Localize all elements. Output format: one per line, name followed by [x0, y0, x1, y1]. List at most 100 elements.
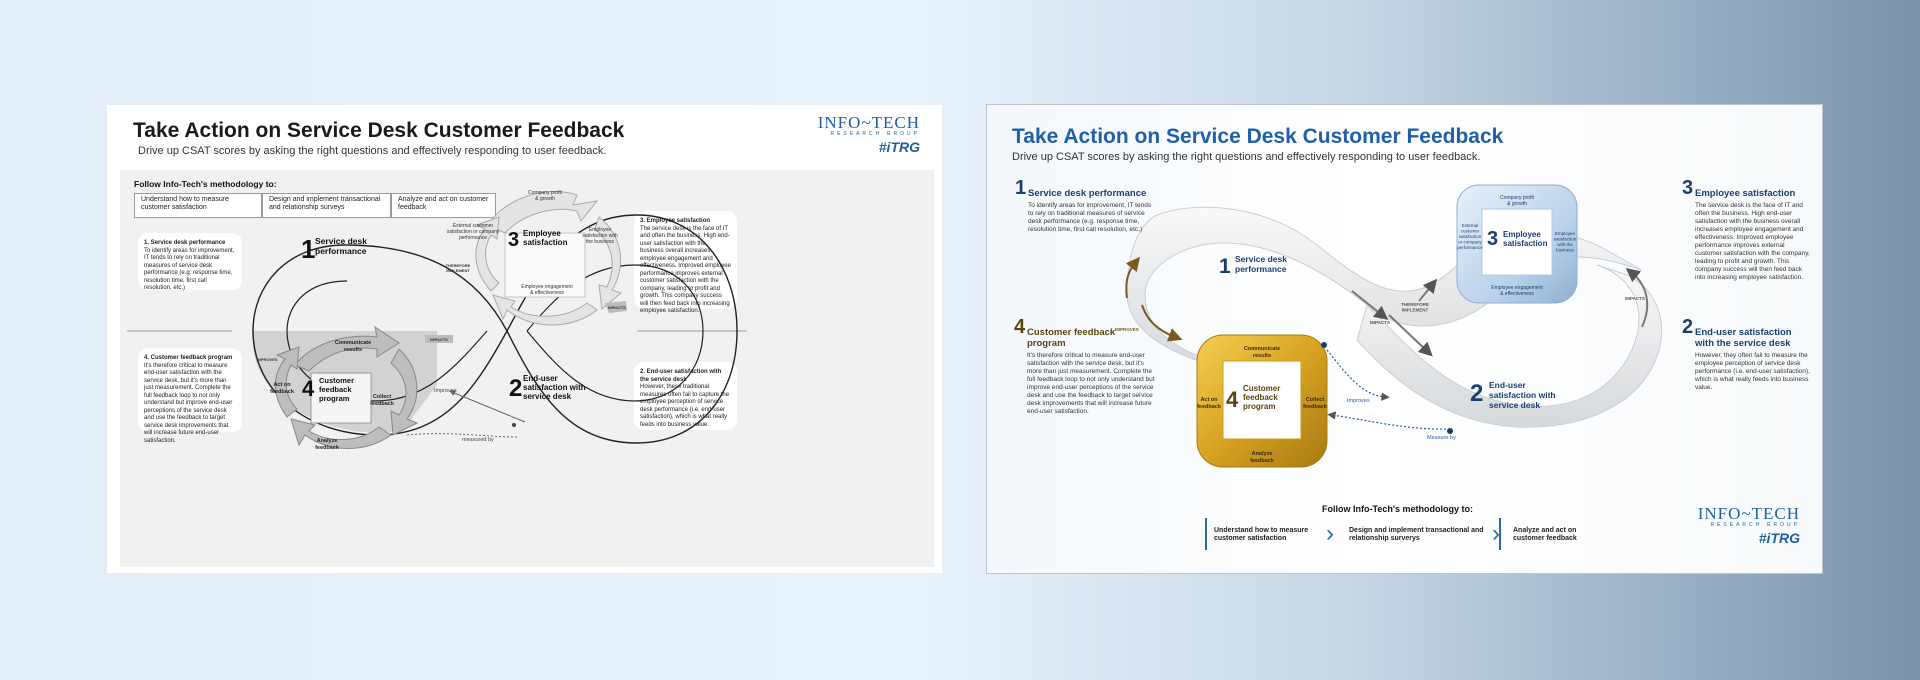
- right-section-3: 3 Employee satisfaction The service desk…: [1682, 178, 1813, 282]
- left-subtitle: Drive up CSAT scores by asking the right…: [138, 145, 607, 157]
- chevron-right-icon: ›: [1326, 520, 1334, 547]
- measure-connector: [1327, 411, 1447, 430]
- right-section-2: 2 End-user satisfaction with the service…: [1682, 317, 1813, 392]
- improves-connector: [1326, 349, 1390, 401]
- r-num-3: 3: [1487, 228, 1498, 250]
- impacts-arrow: [1388, 314, 1433, 357]
- cycle-arrow: [475, 216, 500, 292]
- card-body: It's therefore critical to measure end-u…: [144, 362, 233, 444]
- section-body: The service desk is the face of IT and o…: [1695, 202, 1810, 281]
- r-num-2: 2: [1470, 380, 1483, 407]
- right-section-1: 1 Service desk performance To identify a…: [1015, 178, 1153, 234]
- r-impacts-a: IMPACTS: [1370, 320, 1390, 325]
- label-line: program: [319, 394, 350, 403]
- r-impacts-b: IMPACTS: [1625, 296, 1645, 301]
- cycle-arrow: [275, 346, 300, 418]
- diagram-num-4: 4: [302, 376, 315, 401]
- r-engagement: Employee engagement& effectiveness: [1491, 285, 1543, 297]
- section-number: 1: [1015, 177, 1027, 199]
- impacts-label-center: IMPACTS: [430, 337, 448, 342]
- section-title: End-user satisfaction with the service d…: [1695, 327, 1792, 349]
- step-label: Understand how to measure customer satis…: [141, 196, 229, 211]
- label-line: satisfaction with: [523, 383, 586, 392]
- left-title: Take Action on Service Desk Customer Fee…: [133, 119, 625, 142]
- right-method-step-3: Analyze and act on customer feedback: [1513, 527, 1577, 542]
- label-line: Service desk: [315, 236, 367, 246]
- right-methodology-bar: [1205, 518, 1501, 550]
- impacts-tag: [605, 301, 627, 313]
- label-line: service desk: [523, 392, 572, 401]
- cycle-arrow: [294, 325, 400, 372]
- company-profit-label: Company profit& growth: [528, 190, 563, 202]
- measured-by-label: measured by: [462, 437, 494, 443]
- r-num-1: 1: [1219, 255, 1231, 278]
- therefore-arrow: [1418, 278, 1438, 302]
- r-company-profit: Company profit& growth: [1500, 195, 1535, 207]
- improves-caption: IMPROVES: [256, 357, 277, 362]
- label-line: Customer: [319, 376, 354, 385]
- left-logo: INFO~TECH RESEARCH GROUP #iTRG: [818, 113, 920, 155]
- feedback-cube-face: [1222, 360, 1302, 440]
- right-method-step-2: Design and implement transactional and r…: [1349, 527, 1484, 542]
- cycle-arrow: [290, 418, 392, 449]
- improves-connector: [449, 390, 526, 423]
- left-method-step-3: Analyze and act on customer feedback: [391, 193, 496, 218]
- card-title: 4. Customer feedback program: [144, 355, 233, 361]
- employee-cycle: [475, 191, 623, 326]
- r-num-4: 4: [1226, 387, 1239, 412]
- feedback-center-box: [310, 372, 372, 424]
- section-number: 3: [1682, 177, 1694, 199]
- label-line: performance: [315, 246, 367, 256]
- diagram-num-1: 1: [301, 234, 315, 264]
- infinity-outer: [252, 214, 738, 444]
- section-title: Customer feedback program: [1027, 327, 1116, 349]
- impacts-right-arrow: [1625, 267, 1649, 328]
- r-improves-cap: IMPROVES: [1115, 327, 1139, 332]
- label-line: Employee: [523, 229, 561, 238]
- right-infographic: Take Action on Service Desk Customer Fee…: [986, 104, 1823, 574]
- connector-dot: [512, 423, 516, 427]
- label-line: satisfaction: [523, 238, 568, 247]
- label-line: End-user: [523, 374, 558, 383]
- employee-center-box: [504, 232, 586, 298]
- card-title: 1. Service desk performance: [144, 240, 226, 246]
- section-number: 4: [1014, 316, 1026, 338]
- cycle-arrow: [492, 294, 598, 326]
- impacts-label-right: IMPACTS: [608, 305, 626, 310]
- cycle-arrow: [486, 191, 599, 234]
- right-methodology-title: Follow Info-Tech's methodology to:: [1322, 504, 1473, 514]
- employee-cube-face: [1481, 208, 1553, 276]
- diagram-num-2: 2: [509, 375, 522, 402]
- left-method-step-1: Understand how to measure customer satis…: [134, 193, 262, 218]
- right-title: Take Action on Service Desk Customer Fee…: [1012, 125, 1504, 148]
- connector-dot: [1321, 342, 1327, 348]
- logo-trg: #iTRG: [1758, 530, 1800, 546]
- logo-tagline: RESEARCH GROUP: [1710, 522, 1800, 528]
- right-section-4: 4 Customer feedback program It's therefo…: [1014, 317, 1155, 416]
- logo-trg: #iTRG: [878, 139, 920, 155]
- r-measure-by: Measure by: [1427, 435, 1456, 441]
- step-label: Design and implement transactional and r…: [269, 196, 381, 211]
- left-methodology-title: Follow Info-Tech's methodology to:: [134, 179, 277, 189]
- right-logo: INFO~TECH RESEARCH GROUP #iTRG: [1698, 504, 1800, 546]
- logo-wordmark: INFO~TECH: [817, 113, 920, 132]
- improves-label: Improves: [434, 388, 457, 394]
- r-improves: Improves: [1347, 398, 1370, 404]
- logo-wordmark: INFO~TECH: [1697, 504, 1800, 523]
